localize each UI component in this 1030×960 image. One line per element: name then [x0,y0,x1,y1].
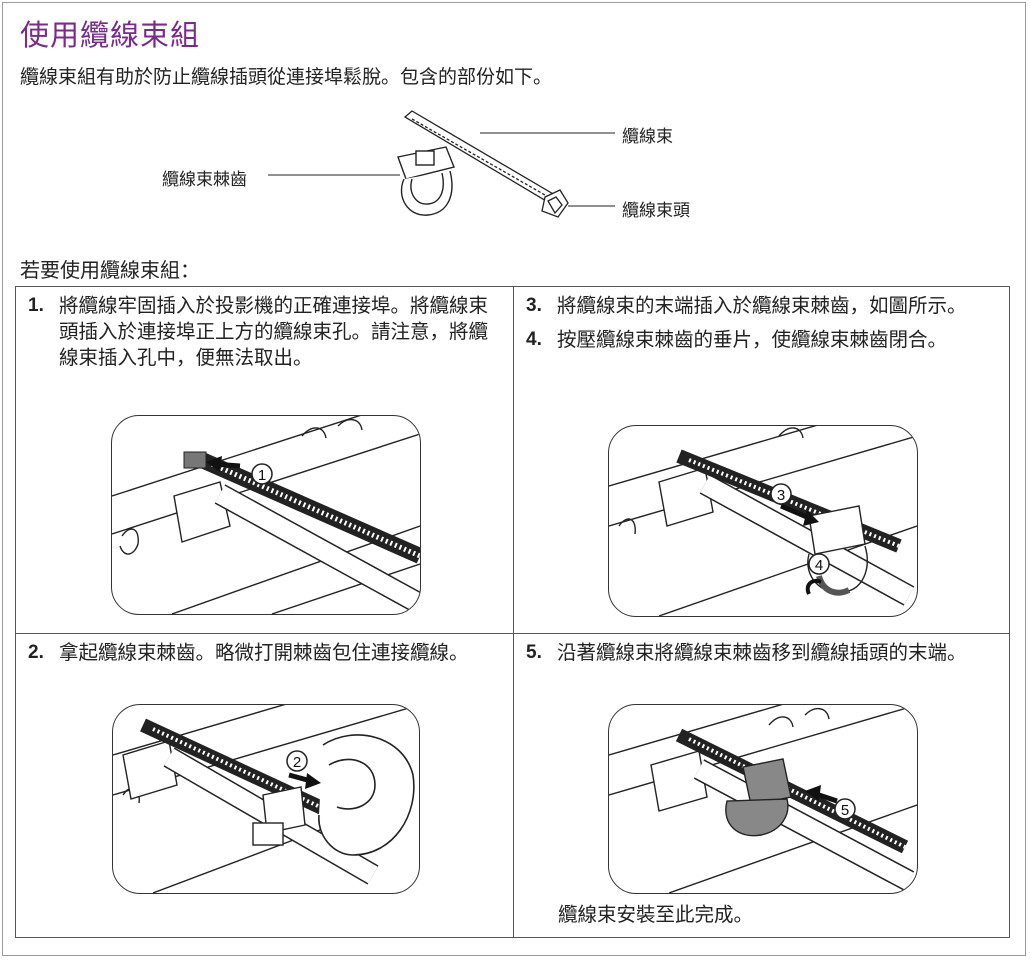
cable-tie-parts-illustration [268,110,615,218]
step-marker-3: 3 [777,487,785,504]
step-4: 4. 按壓纜線束棘齒的垂片，使纜線束棘齒閉合。 [526,327,991,353]
steps-table: 1. 將纜線牢固插入於投影機的正確連接埠。將纜線束頭插入於連接埠正上方的纜線束孔… [15,286,1010,938]
step-1: 1. 將纜線牢固插入於投影機的正確連接埠。將纜線束頭插入於連接埠正上方的纜線束孔… [28,293,495,371]
step-2: 2. 拿起纜線束棘齒。略微打開棘齒包住連接纜線。 [28,640,495,666]
step-marker-1: 1 [258,467,266,484]
step-number: 1. [28,295,44,316]
step-number: 2. [28,642,44,663]
step-5-cell: 5. 沿著纜線束將纜線束棘齒移到纜線插頭的末端。 [513,633,1009,937]
step-number: 3. [526,295,542,316]
page-title: 使用纜線束組 [20,18,201,52]
step-text: 沿著纜線束將纜線束棘齒移到纜線插頭的末端。 [557,641,967,664]
step-3: 3. 將纜線束的末端插入於纜線束棘齒，如圖所示。 [526,293,991,319]
step-2-cell: 2. 拿起纜線束棘齒。略微打開棘齒包住連接纜線。 [16,633,513,937]
usage-heading: 若要使用纜線束組： [20,258,200,282]
step-marker-5: 5 [841,802,849,819]
step-text: 將纜線牢固插入於投影機的正確連接埠。將纜線束頭插入於連接埠正上方的纜線束孔。請注… [59,294,489,369]
step-5-illustration: 5 [608,704,918,894]
step-text: 拿起纜線束棘齒。略微打開棘齒包住連接纜線。 [59,641,469,664]
step-number: 4. [526,329,542,350]
step-5: 5. 沿著纜線束將纜線束棘齒移到纜線插頭的末端。 [526,640,991,666]
step-1-illustration: 1 [111,415,421,615]
label-cable-tie: 纜線束 [622,127,673,147]
label-tie-head: 纜線束頭 [622,201,690,221]
intro-text: 纜線束組有助於防止纜線插頭從連接埠鬆脫。包含的部份如下。 [20,66,553,88]
step-number: 5. [526,642,542,663]
completion-text: 纜線束安裝至此完成。 [558,903,754,926]
step-3-4-illustration: 3 4 [608,425,918,617]
step-text: 將纜線束的末端插入於纜線束棘齒，如圖所示。 [557,294,967,317]
step-3-4-drawing: 3 4 [609,426,917,616]
label-ratchet: 纜線束棘齒 [162,170,247,190]
step-5-drawing: 5 [609,705,917,893]
step-3-4-cell: 3. 將纜線束的末端插入於纜線束棘齒，如圖所示。 4. 按壓纜線束棘齒的垂片，使… [513,287,1009,633]
step-2-illustration: 2 [112,704,420,894]
step-text: 按壓纜線束棘齒的垂片，使纜線束棘齒閉合。 [557,328,948,351]
cable-tie-overview: 纜線束 纜線束棘齒 纜線束頭 [150,105,750,235]
step-2-drawing: 2 [113,705,419,893]
step-1-cell: 1. 將纜線牢固插入於投影機的正確連接埠。將纜線束頭插入於連接埠正上方的纜線束孔… [16,287,513,633]
step-marker-4: 4 [815,557,823,574]
step-1-drawing: 1 [112,416,420,614]
step-marker-2: 2 [293,754,301,771]
